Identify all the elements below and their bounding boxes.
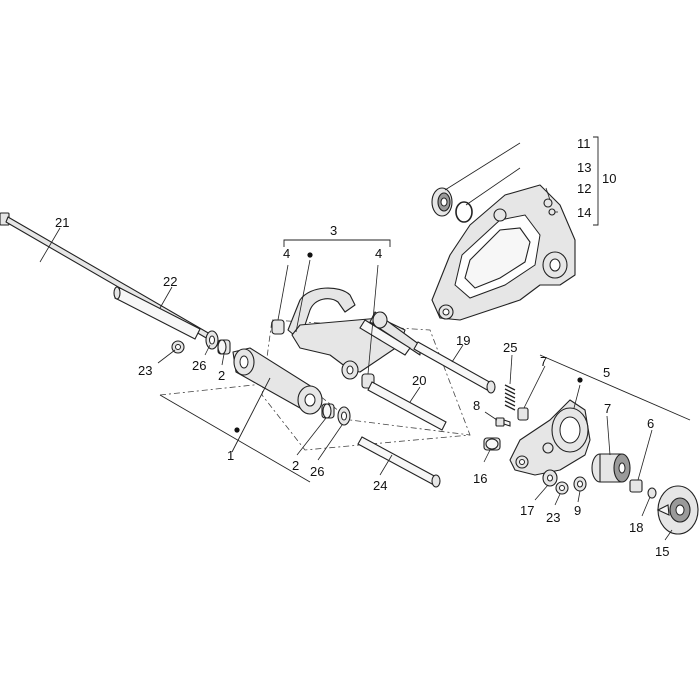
callout-7-small: 7: [540, 354, 547, 369]
callout-17: 17: [520, 503, 534, 518]
callout-18: 18: [629, 520, 643, 535]
callout-3: 3: [330, 223, 337, 238]
part-11-bearing: [431, 187, 453, 217]
callout-5: 5: [603, 365, 610, 380]
part-1-link-arm: [232, 347, 323, 415]
part-3-swing-arm: [271, 287, 421, 389]
callout-19: 19: [456, 333, 470, 348]
callout-11: 11: [577, 136, 591, 151]
part-2-bushing-right: [321, 403, 335, 419]
callout-8: 8: [473, 398, 480, 413]
callout-20: 20: [412, 373, 426, 388]
callout-10: 10: [602, 171, 616, 186]
callout-9: 9: [574, 503, 581, 518]
callout-26-left: 26: [192, 358, 206, 373]
part-13-circlip: [455, 201, 473, 223]
callout-22: 22: [163, 274, 177, 289]
callout-25: 25: [503, 340, 517, 355]
callout-23-left: 23: [138, 363, 152, 378]
leader-lines: [39, 136, 691, 541]
engine-crankcase: [431, 184, 576, 321]
part-18-washer: [647, 487, 657, 499]
callout-12: 12: [577, 181, 591, 196]
part-26-washer-right: [337, 406, 351, 426]
callout-4-right: 4: [375, 246, 382, 261]
callout-16: 16: [473, 471, 487, 486]
part-15-fan-pulley: [656, 485, 699, 535]
part-24-bolt: [357, 436, 441, 488]
part-23-nut-right: [555, 481, 569, 495]
callout-13: 13: [577, 160, 591, 175]
part-26-washer-left: [205, 330, 219, 350]
part-12-dowel: [543, 198, 553, 208]
part-6-bushing: [629, 479, 643, 493]
assembly-dots: [234, 252, 583, 433]
callout-21: 21: [55, 215, 69, 230]
part-16-sleeve: [483, 437, 501, 451]
part-22-spacer-tube: [113, 286, 201, 340]
callout-23-right: 23: [546, 510, 560, 525]
callout-7-large: 7: [604, 401, 611, 416]
part-19-bolt: [413, 341, 496, 394]
callout-2-left: 2: [218, 368, 225, 383]
part-7-bushing-small: [517, 407, 529, 421]
part-25-spring: [504, 384, 516, 411]
callout-26-right: 26: [310, 464, 324, 479]
part-2-bushing-left: [217, 339, 231, 355]
callout-14: 14: [577, 205, 591, 220]
part-5-bracket: [509, 399, 591, 476]
callout-1: 1: [227, 448, 234, 463]
callout-15: 15: [655, 544, 669, 559]
callout-2-right: 2: [292, 458, 299, 473]
callout-24: 24: [373, 478, 387, 493]
part-20-pin: [367, 381, 447, 431]
part-7-silentblock: [591, 453, 631, 483]
part-14-pin: [548, 208, 556, 216]
callout-numbers: 21 22 23 26 2 1 2 26 3 4 4 20 19 24 25 1…: [55, 136, 669, 559]
callout-4-left: 4: [283, 246, 290, 261]
part-8-screw: [495, 417, 511, 427]
part-9-nut: [573, 476, 587, 492]
callout-6: 6: [647, 416, 654, 431]
part-17-washer: [542, 469, 558, 487]
